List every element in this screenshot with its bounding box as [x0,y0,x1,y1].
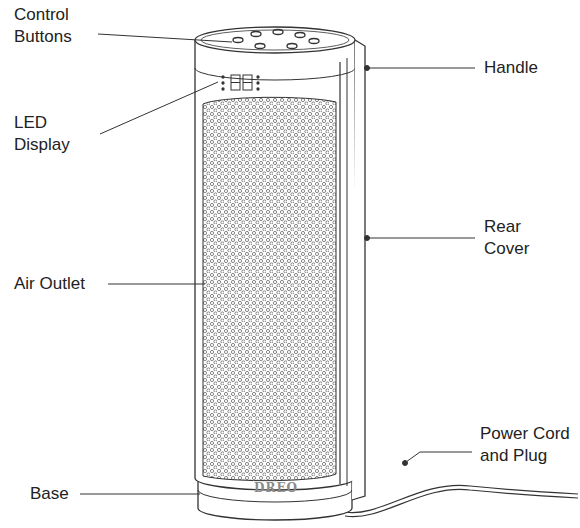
part-label: LED Display [14,112,104,156]
part-label: Air Outlet [14,273,114,295]
part-label: Handle [484,57,574,79]
part-label: Control Buttons [14,4,104,48]
part-label: Rear Cover [484,216,564,260]
part-label: Power Cord and Plug [480,423,576,467]
heater-body [195,27,578,520]
part-label: Base [30,483,80,505]
leader-lines [80,34,475,494]
brand-mark: DREO [254,481,314,495]
